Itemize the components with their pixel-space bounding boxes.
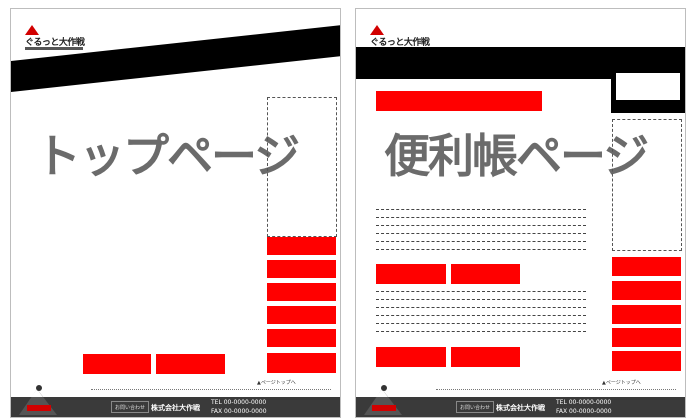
handbook-page-mockup: ぐるっと大作戦 便利帳ページ ▲ページトップへ お問い合わせ 株式会社大作戦 T… bbox=[355, 8, 686, 418]
footer-contact-2: FAX 00-0000-0000 bbox=[211, 408, 267, 415]
contact-button[interactable]: お問い合わせ bbox=[456, 401, 495, 413]
mountain-logo-icon bbox=[25, 25, 39, 35]
mountain-mascot-icon bbox=[19, 385, 57, 415]
footer-bar: お問い合わせ 株式会社大作戦 TEL 00-0000-0000 FAX 00-0… bbox=[11, 397, 340, 417]
logo-text: ぐるっと大作戦 bbox=[25, 38, 85, 48]
text-line bbox=[376, 323, 586, 324]
side-menu-button-6[interactable] bbox=[267, 353, 336, 373]
page-top-link[interactable]: ▲ページトップへ bbox=[257, 380, 296, 386]
content-button-1[interactable] bbox=[376, 264, 446, 284]
mountain-logo-icon bbox=[370, 25, 384, 35]
footer-contact-2: FAX 00-0000-0000 bbox=[556, 408, 612, 415]
text-line bbox=[376, 299, 586, 300]
logo-text: ぐるっと大作戦 bbox=[370, 38, 430, 48]
header-banner bbox=[11, 25, 340, 92]
side-menu-button-5[interactable] bbox=[267, 329, 336, 347]
text-line bbox=[376, 209, 586, 210]
content-button-3[interactable] bbox=[376, 347, 446, 367]
page-title: 便利帳ページ bbox=[384, 129, 649, 183]
content-button-4[interactable] bbox=[451, 347, 520, 367]
page-heading-bar bbox=[376, 91, 542, 111]
side-menu-button-3[interactable] bbox=[612, 305, 681, 324]
text-line bbox=[376, 249, 586, 250]
side-menu-button-4[interactable] bbox=[612, 328, 681, 347]
side-menu-button-5[interactable] bbox=[612, 351, 681, 371]
footer-divider bbox=[436, 389, 676, 390]
sidebar-placeholder bbox=[267, 97, 337, 237]
text-line bbox=[376, 233, 586, 234]
text-line bbox=[376, 217, 586, 218]
footer-company: 株式会社大作戦 bbox=[151, 404, 200, 412]
logo-underline bbox=[25, 47, 83, 50]
mountain-mascot-icon bbox=[364, 385, 402, 415]
side-menu-button-1[interactable] bbox=[267, 237, 336, 255]
footer-contact-1: TEL 00-0000-0000 bbox=[556, 399, 612, 406]
text-line bbox=[376, 307, 586, 308]
content-button-2[interactable] bbox=[156, 354, 225, 374]
footer-company: 株式会社大作戦 bbox=[496, 404, 545, 412]
text-line bbox=[376, 315, 586, 316]
side-menu-button-3[interactable] bbox=[267, 283, 336, 301]
site-logo[interactable]: ぐるっと大作戦 bbox=[25, 21, 95, 55]
side-menu-button-4[interactable] bbox=[267, 306, 336, 324]
page-title: トップページ bbox=[35, 129, 300, 183]
footer-contact-1: TEL 00-0000-0000 bbox=[211, 399, 267, 406]
top-page-mockup: ぐるっと大作戦 トップページ ▲ページトップへ お問い合わせ 株式会社大作戦 T… bbox=[10, 8, 341, 418]
header-white-box bbox=[616, 73, 680, 100]
text-line bbox=[376, 291, 586, 292]
sidebar-placeholder bbox=[612, 119, 682, 251]
side-menu-button-1[interactable] bbox=[612, 257, 681, 276]
contact-button[interactable]: お問い合わせ bbox=[111, 401, 150, 413]
footer-divider bbox=[91, 389, 331, 390]
text-line bbox=[376, 241, 586, 242]
content-button-2[interactable] bbox=[451, 264, 520, 284]
side-menu-button-2[interactable] bbox=[267, 260, 336, 278]
text-line bbox=[376, 225, 586, 226]
side-menu-button-2[interactable] bbox=[612, 281, 681, 300]
footer-bar: お問い合わせ 株式会社大作戦 TEL 00-0000-0000 FAX 00-0… bbox=[356, 397, 685, 417]
page-top-link[interactable]: ▲ページトップへ bbox=[602, 380, 641, 386]
text-line bbox=[376, 331, 586, 332]
content-button-1[interactable] bbox=[83, 354, 151, 374]
